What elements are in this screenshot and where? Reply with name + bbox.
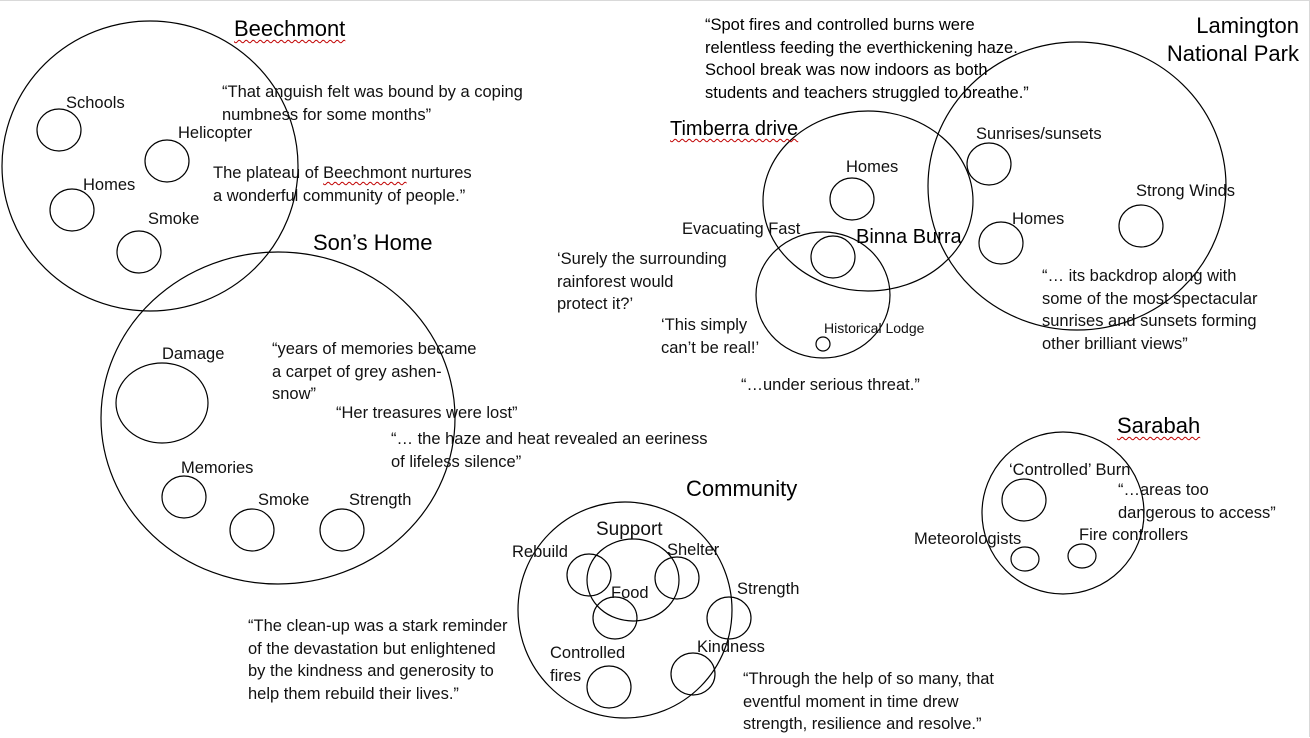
beechmont-quote-plateau: The plateau of Beechmont nurtures a wond… (213, 164, 472, 205)
beechmont-quote-anguish: “That anguish felt was bound by a coping… (222, 83, 523, 124)
sons-home-quote-treasures: “Her treasures were lost” (336, 404, 518, 422)
binna-burra-circle (755, 231, 891, 359)
sons-home-memories-node (161, 475, 207, 519)
lamington-homes-label: Homes (1012, 210, 1065, 228)
community-title: Community (686, 476, 798, 501)
sarabah-meteorologists-node (1010, 546, 1040, 572)
binna-burra-quote-rainforest: ‘Surely the surrounding rainforest would… (557, 250, 727, 313)
sarabah-fire-controllers-label: Fire controllers (1079, 526, 1189, 544)
sons-home-damage-node (115, 362, 209, 444)
sarabah-burn-label: ‘Controlled’ Burn (1009, 461, 1131, 479)
binna-burra-evacuating-label: Evacuating Fast (682, 220, 801, 238)
sarabah-quote-access: “…areas too dangerous to access” (1118, 481, 1276, 522)
beechmont-smoke-label: Smoke (148, 210, 200, 228)
sons-home-strength-label: Strength (349, 491, 412, 509)
lamington-circle (927, 41, 1227, 331)
sarabah-meteorologists-label: Meteorologists (914, 530, 1022, 548)
sons-home-circle (100, 251, 456, 585)
sarabah-circle (981, 431, 1145, 595)
binna-burra-evacuating-node (810, 235, 856, 279)
community-shelter-label: Shelter (667, 541, 720, 559)
community-food-label: Food (611, 584, 649, 602)
timberra-circle (762, 110, 974, 292)
lamington-winds-node (1118, 204, 1164, 248)
timberra-title: Timberra drive (670, 118, 799, 140)
community-kindness-node (670, 652, 716, 696)
sons-home-quote-haze: “… the haze and heat revealed an eerines… (391, 430, 708, 471)
community-circle (517, 501, 733, 719)
community-shelter-node (654, 556, 700, 600)
community-rebuild-label: Rebuild (512, 543, 568, 561)
sons-home-title: Son’s Home (313, 230, 433, 255)
beechmont-helicopter-label: Helicopter (178, 124, 253, 142)
sons-home-quote-memories: “years of memories became a carpet of gr… (272, 340, 477, 403)
sarabah-title: Sarabah (1117, 413, 1201, 438)
sarabah-fire-controllers-node (1067, 543, 1097, 569)
lamington-title: Lamington National Park (1166, 13, 1299, 66)
sarabah-burn-node (1001, 478, 1047, 522)
community-food-node (592, 596, 638, 640)
beechmont-helicopter-node (144, 139, 190, 183)
binna-burra-quote-threat: “…under serious threat.” (741, 376, 920, 394)
binna-burra-title: Binna Burra (856, 226, 962, 248)
community-support-circle (586, 538, 680, 622)
beechmont-homes-label: Homes (83, 176, 136, 194)
community-quote-cleanup: “The clean-up was a stark reminder of th… (248, 617, 508, 703)
binna-burra-quote-real: ‘This simply can’t be real!’ (661, 316, 760, 357)
beechmont-schools-node (36, 108, 82, 152)
sons-home-strength-node (319, 508, 365, 552)
sons-home-memories-label: Memories (181, 459, 254, 477)
timberra-quote-spot-fires: “Spot fires and controlled burns were re… (705, 16, 1029, 102)
lamington-quote-backdrop: “… its backdrop along with some of the m… (1042, 267, 1258, 353)
beechmont-title: Beechmont (234, 16, 346, 41)
lamington-homes-node (978, 221, 1024, 265)
community-strength-node (706, 596, 752, 640)
timberra-homes-node (829, 177, 875, 221)
community-strength-label: Strength (737, 580, 800, 598)
timberra-homes-label: Homes (846, 158, 899, 176)
sons-home-smoke-label: Smoke (258, 491, 310, 509)
community-kindness-label: Kindness (697, 638, 765, 656)
sons-home-smoke-node (229, 508, 275, 552)
sons-home-damage-label: Damage (162, 345, 225, 363)
lamington-winds-label: Strong Winds (1136, 182, 1236, 200)
community-support-label: Support (596, 519, 663, 540)
lamington-sunrises-label: Sunrises/sunsets (976, 125, 1102, 143)
binna-burra-lodge-node (815, 336, 831, 352)
beechmont-circle (1, 20, 299, 312)
beechmont-smoke-node (116, 230, 162, 274)
community-controlled-fires-node (586, 665, 632, 709)
binna-burra-lodge-label: Historical Lodge (824, 320, 925, 336)
community-controlled-fires-label: Controlled fires (550, 644, 626, 685)
beechmont-homes-node (49, 188, 95, 232)
lamington-sunrises-node (966, 142, 1012, 186)
community-rebuild-node (566, 553, 612, 597)
beechmont-schools-label: Schools (66, 94, 125, 112)
community-quote-help: “Through the help of so many, that event… (743, 670, 995, 733)
